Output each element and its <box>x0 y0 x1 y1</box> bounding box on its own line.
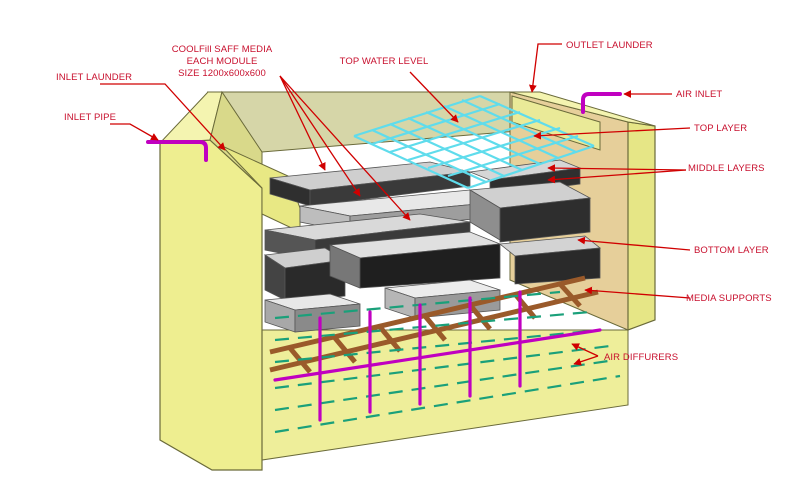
label-inlet-launder: INLET LAUNDER <box>56 72 132 83</box>
tank-right-wall-front <box>627 121 656 331</box>
label-media-supports: MEDIA SUPPORTS <box>686 293 772 304</box>
label-top-water-level: TOP WATER LEVEL <box>340 56 429 67</box>
air-inlet-pipe <box>581 92 622 114</box>
label-media-line1: COOLFill SAFF MEDIA <box>172 44 273 55</box>
label-air-inlet: AIR INLET <box>676 89 722 100</box>
inlet-pipe <box>146 140 208 162</box>
label-top-layer: TOP LAYER <box>694 123 747 134</box>
media-modules <box>263 159 602 333</box>
label-middle-layers: MIDDLE LAYERS <box>688 163 765 174</box>
air-diffusers <box>274 290 621 434</box>
label-media-line2: EACH MODULE <box>187 56 258 67</box>
label-outlet-launder: OUTLET LAUNDER <box>566 40 653 51</box>
callout-arrows <box>100 43 691 366</box>
label-air-diffusers: AIR DIFFURERS <box>604 352 678 363</box>
label-media-line3: SIZE 1200x600x600 <box>178 68 266 79</box>
tank-floor <box>261 329 629 461</box>
label-inlet-pipe: INLET PIPE <box>64 112 116 123</box>
label-bottom-layer: BOTTOM LAYER <box>694 245 769 256</box>
tank-left-wall-front <box>159 139 263 471</box>
air-pipes <box>273 290 602 422</box>
